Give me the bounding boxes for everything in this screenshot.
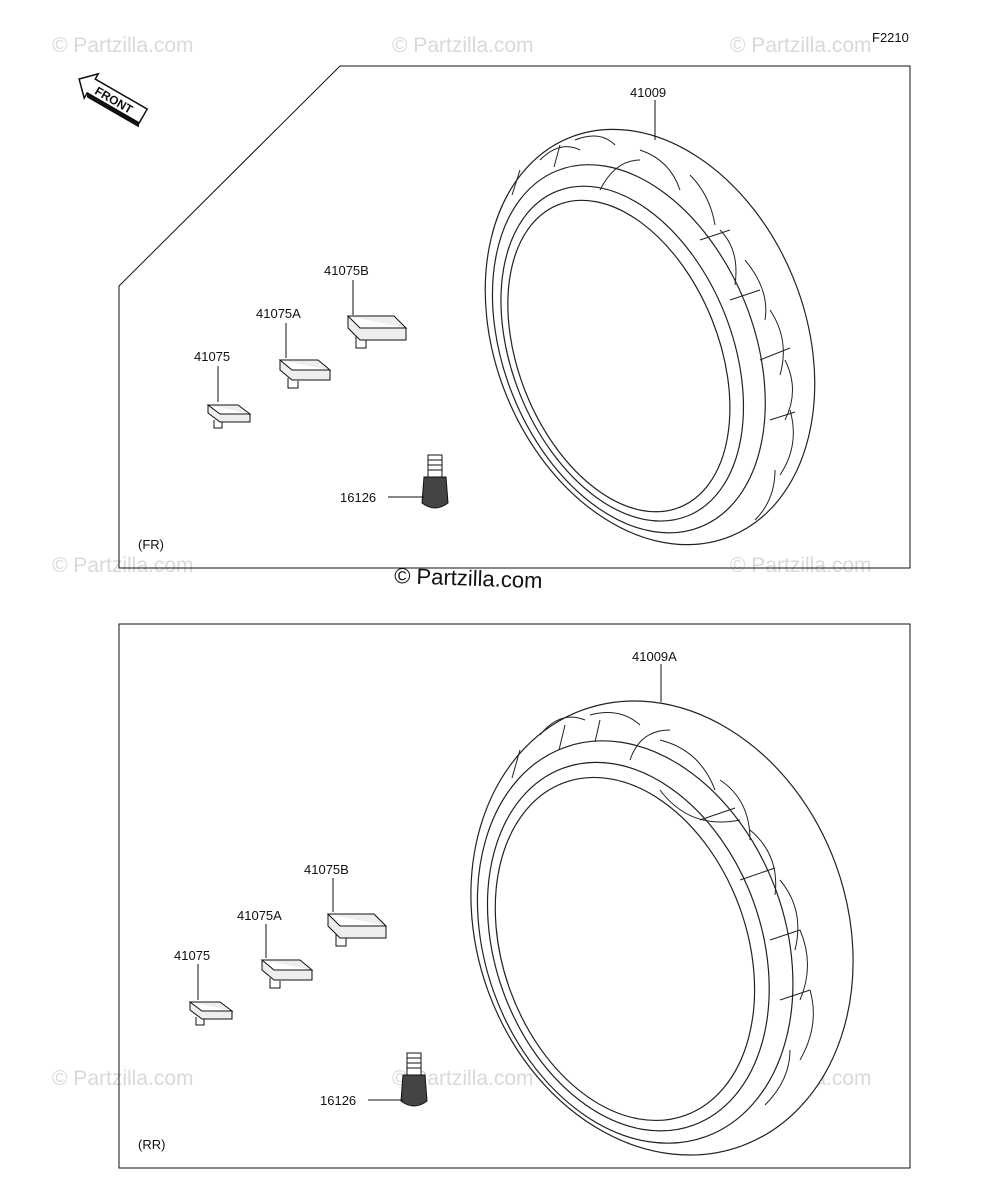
front-tire-part-number: 41009 (630, 85, 666, 100)
front-panel: (FR) 41009 (118, 65, 911, 569)
watermark: © Partzilla.com (52, 554, 194, 577)
watermark: © Partzilla.com (392, 1067, 534, 1090)
rear-tread-pattern (511, 712, 814, 1106)
watermark: © Partzilla.com (730, 554, 872, 577)
rear-weight-41075: 41075 (174, 948, 234, 1026)
front-weight-c-part-number: 41075B (324, 263, 369, 278)
watermark: © Partzilla.com (52, 34, 194, 57)
front-tire: 41009 (484, 85, 816, 546)
watermark: © Partzilla.com (730, 34, 872, 57)
front-weight-41075A: 41075A (256, 306, 332, 389)
rear-weight-41075A: 41075A (237, 908, 314, 989)
rear-weight-a-part-number: 41075 (174, 948, 210, 963)
front-weight-b-part-number: 41075A (256, 306, 301, 321)
rear-valve-part-number: 16126 (320, 1093, 356, 1108)
front-panel-border (118, 65, 911, 569)
rear-weight-c-part-number: 41075B (304, 862, 349, 877)
center-watermark: © Partzilla.com (394, 563, 543, 593)
rear-valve-icon: 16126 (320, 1052, 428, 1108)
rear-tire-part-number: 41009A (632, 649, 677, 664)
rear-weight-b-part-number: 41075A (237, 908, 282, 923)
figure-code: F2210 (872, 30, 909, 45)
front-arrow-icon: FRONT (78, 72, 149, 128)
front-valve-part-number: 16126 (340, 490, 376, 505)
rear-panel-border (118, 623, 911, 1169)
rear-section-label: (RR) (138, 1137, 165, 1152)
rear-tire: 41009A (470, 649, 854, 1156)
rear-weight-41075B: 41075B (304, 862, 388, 947)
front-valve-icon: 16126 (340, 454, 449, 509)
front-weight-a-part-number: 41075 (194, 349, 230, 364)
rear-panel: (RR) 41009A (118, 623, 911, 1169)
watermark: © Partzilla.com (52, 1067, 194, 1090)
front-tread-pattern (511, 135, 796, 521)
front-section-label: (FR) (138, 537, 164, 552)
front-weight-41075B: 41075B (324, 263, 408, 349)
watermark: © Partzilla.com (392, 34, 534, 57)
front-weight-41075: 41075 (194, 349, 252, 429)
